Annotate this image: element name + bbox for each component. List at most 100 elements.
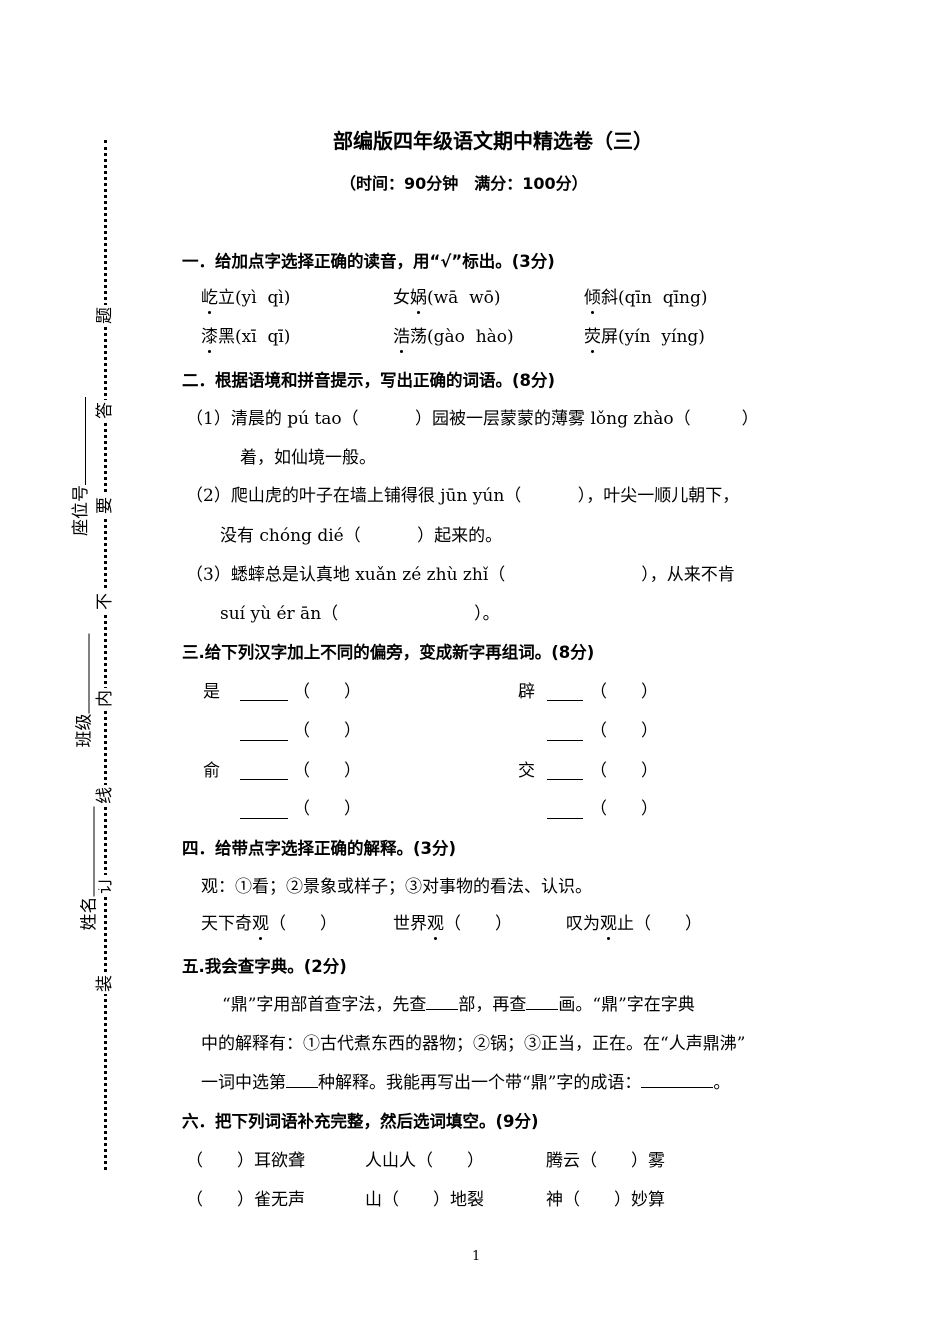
line-text: 。 (713, 1073, 731, 1093)
answer-blank[interactable] (240, 779, 288, 780)
section-6-heading: 六．把下列词语补充完整，然后选词填空。(9分) (182, 1112, 539, 1131)
pinyin-choice-item[interactable]: 屹立(yì qì) (201, 290, 290, 307)
item-text: 世界 (393, 914, 427, 934)
binding-char: 不 (95, 591, 115, 612)
definition-item[interactable]: 叹为观止（ ） (566, 916, 702, 933)
pinyin-choice-item[interactable]: 浩荡(gào hào) (393, 329, 514, 346)
answer-blank[interactable] (547, 779, 583, 780)
dictionary-line-2: 中的解释有：①古代煮东西的器物；②锅；③正当，正在。在“人声鼎沸” (201, 1034, 746, 1054)
dotted-char: 观 (252, 914, 269, 934)
page-title: 部编版四年级语文期中精选卷（三） (333, 129, 653, 153)
page-number: 1 (472, 1249, 481, 1264)
section-2-heading: 二．根据语境和拼音提示，写出正确的词语。(8分) (182, 371, 556, 390)
word-parens[interactable]: （ ） (293, 761, 361, 781)
dotted-char: 观 (600, 914, 617, 934)
binding-char: 订 (95, 875, 115, 896)
idiom-item[interactable]: 腾云（ ）雾 (546, 1151, 665, 1171)
dotted-char: 浩 (393, 327, 410, 347)
question-line[interactable]: suí yù ér ān（ ）。 (220, 604, 500, 624)
answer-blank[interactable] (240, 818, 288, 819)
section-3-heading: 三.给下列汉字加上不同的偏旁，变成新字再组词。(8分) (182, 643, 595, 662)
base-char: 交 (518, 761, 535, 781)
question-line[interactable]: （2）爬山虎的叶子在墙上铺得很 jūn yún（ ），叶尖一顺儿朝下， (186, 486, 740, 506)
question-line[interactable]: 没有 chóng dié（ ）起来的。 (220, 526, 503, 546)
pinyin-choice-item[interactable]: 女娲(wā wō) (393, 290, 501, 307)
word-parens[interactable]: （ ） (590, 721, 658, 741)
base-char: 辟 (518, 682, 535, 702)
item-text: 止（ ） (617, 914, 702, 934)
idiom-item[interactable]: （ ）雀无声 (186, 1190, 305, 1210)
line-text: 部，再查 (458, 995, 527, 1015)
item-text: 叹为 (566, 914, 600, 934)
definition-item[interactable]: 天下奇观（ ） (201, 916, 337, 933)
item-text: 斜(qīn qīng) (601, 288, 708, 308)
item-text: 荡(gào hào) (410, 327, 514, 347)
idiom-item[interactable]: 山（ ）地裂 (365, 1190, 484, 1210)
answer-blank[interactable] (641, 1087, 714, 1088)
question-line[interactable]: （1）清晨的 pú tao（ ）园被一层蒙蒙的薄雾 lǒng zhào（ ） (186, 409, 759, 429)
question-line: 着，如仙境一般。 (240, 448, 376, 468)
base-char: 俞 (203, 761, 220, 781)
line-text: 一词中选第 (201, 1073, 286, 1093)
section-5-heading: 五.我会查字典。(2分) (182, 957, 347, 976)
answer-blank[interactable] (286, 1087, 318, 1088)
dotted-char: 倾 (584, 288, 601, 308)
item-text: 黑(xī qī) (218, 327, 291, 347)
answer-blank[interactable] (547, 740, 583, 741)
dotted-char: 娲 (410, 288, 427, 308)
dictionary-line-3[interactable]: 一词中选第 种解释。我能再写出一个带“鼎”字的成语： 。 (201, 1075, 730, 1092)
answer-blank[interactable] (526, 1009, 559, 1010)
word-parens[interactable]: （ ） (590, 799, 658, 819)
base-char: 是 (203, 682, 220, 702)
exam-info: （时间：90分钟 满分：100分） (340, 174, 588, 193)
item-text: 立(yì qì) (218, 288, 291, 308)
binding-char: 装 (95, 973, 115, 994)
seat-label: 座位号 (71, 485, 91, 536)
word-parens[interactable]: （ ） (293, 682, 361, 702)
word-parens[interactable]: （ ） (590, 682, 658, 702)
pinyin-choice-item[interactable]: 荧屏(yín yíng) (584, 329, 705, 346)
dotted-char: 漆 (201, 327, 218, 347)
word-parens[interactable]: （ ） (590, 761, 658, 781)
answer-blank[interactable] (240, 700, 288, 701)
dictionary-line-1[interactable]: “鼎”字用部首查字法，先查部，再查画。“鼎”字在字典 (222, 997, 695, 1014)
class-field[interactable]: 班级 (74, 631, 95, 750)
answer-blank[interactable] (547, 700, 583, 701)
item-text: 女 (393, 288, 410, 308)
pinyin-choice-item[interactable]: 漆黑(xī qī) (201, 329, 290, 346)
item-text: 屏(yín yíng) (601, 327, 705, 347)
answer-blank[interactable] (426, 1009, 459, 1010)
binding-char: 内 (95, 688, 115, 709)
idiom-item[interactable]: 人山人（ ） (365, 1151, 484, 1171)
binding-char: 题 (95, 305, 115, 326)
dotted-char: 荧 (584, 327, 601, 347)
binding-char: 要 (95, 495, 115, 516)
question-line[interactable]: （3）蟋蟀总是认真地 xuǎn zé zhù zhǐ（ ），从来不肯 (186, 565, 735, 585)
word-parens[interactable]: （ ） (293, 799, 361, 819)
binding-char: 线 (95, 785, 115, 806)
idiom-item[interactable]: 神（ ）妙算 (546, 1190, 665, 1210)
name-field[interactable]: 姓名 (79, 804, 100, 933)
pinyin-choice-item[interactable]: 倾斜(qīn qīng) (584, 290, 708, 307)
binding-dotted-line (104, 140, 107, 1170)
item-text: (wā wō) (427, 288, 501, 308)
dotted-char: 屹 (201, 288, 218, 308)
name-label: 姓名 (79, 896, 100, 931)
dotted-char: 观 (427, 914, 444, 934)
idiom-item[interactable]: （ ）耳欲聋 (186, 1151, 305, 1171)
item-text: （ ） (444, 914, 512, 934)
seat-field[interactable]: 座位号 (71, 395, 91, 538)
item-text: （ ） (269, 914, 337, 934)
line-text: 种解释。我能再写出一个带“鼎”字的成语： (318, 1073, 642, 1093)
section-4-heading: 四．给带点字选择正确的解释。(3分) (182, 839, 457, 858)
definition-list: 观：①看；②景象或样子；③对事物的看法、认识。 (201, 877, 592, 897)
answer-blank[interactable] (547, 818, 583, 819)
binding-char: 答 (95, 400, 115, 421)
line-text: “鼎”字用部首查字法，先查 (222, 995, 427, 1015)
answer-blank[interactable] (240, 740, 288, 741)
class-label: 班级 (74, 713, 95, 748)
item-text: 天下奇 (201, 914, 252, 934)
section-1-heading: 一．给加点字选择正确的读音，用“√”标出。(3分) (182, 252, 555, 271)
word-parens[interactable]: （ ） (293, 721, 361, 741)
definition-item[interactable]: 世界观（ ） (393, 916, 512, 933)
